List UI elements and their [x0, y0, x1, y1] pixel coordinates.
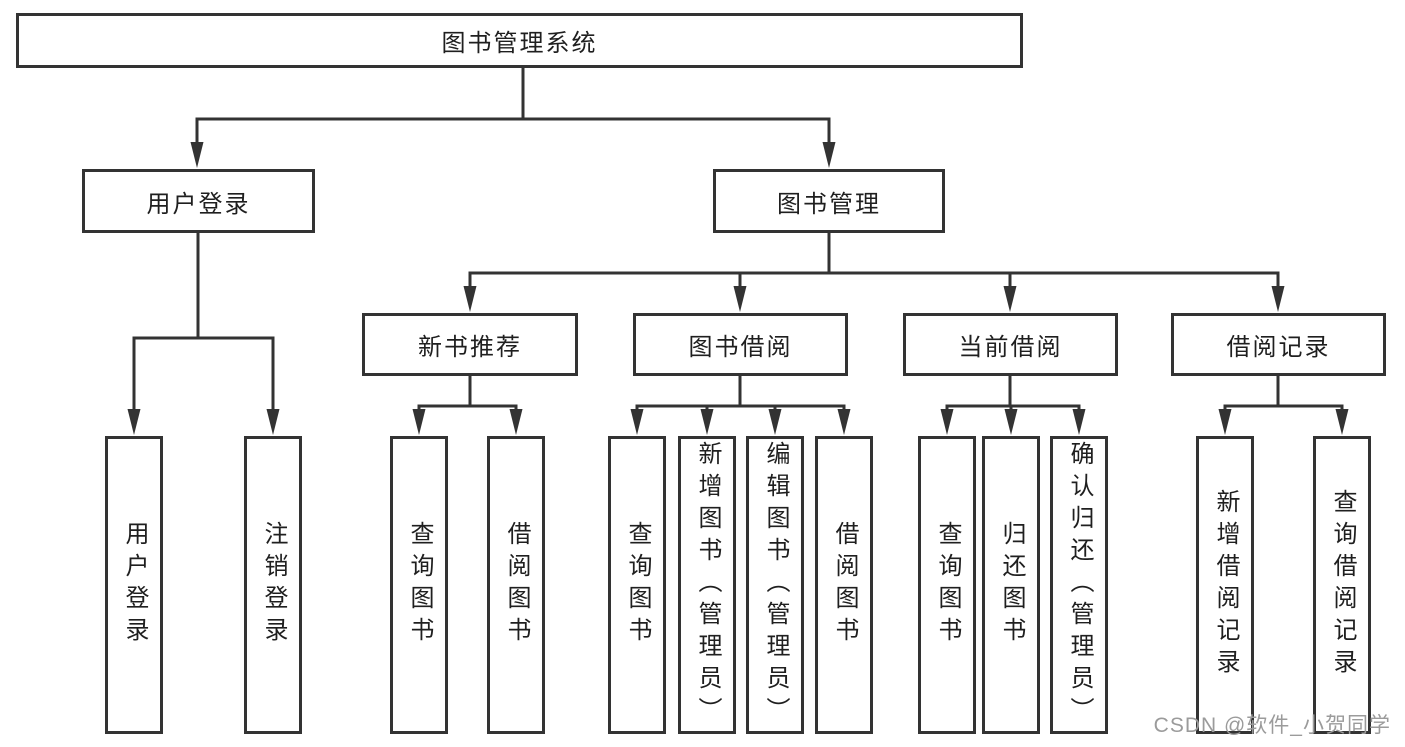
- node-leaf-logout-label: 注销登录: [260, 521, 287, 649]
- node-user-login: 用户登录: [82, 169, 315, 233]
- node-leaf-logout: 注销登录: [244, 436, 302, 734]
- node-leaf-borrow-books-label: 借阅图书: [831, 521, 858, 649]
- node-leaf-add-borrow-record: 新增借阅记录: [1196, 436, 1254, 734]
- connector-book-mgmt-to-level3: [463, 231, 1285, 312]
- node-leaf-confirm-return-admin: 确认归还（管理员）: [1050, 436, 1108, 734]
- node-leaf-query-books-recommend-label: 查询图书: [406, 521, 433, 649]
- node-leaf-query-books-current: 查询图书: [918, 436, 976, 734]
- node-book-borrow-label: 图书借阅: [688, 334, 793, 361]
- connector-borrow-records-children: [1218, 374, 1349, 435]
- node-leaf-add-book-admin-label: 新增图书（管理员）: [694, 441, 721, 729]
- connector-new-book-recommend-children: [412, 374, 523, 435]
- node-leaf-query-books-current-label: 查询图书: [934, 521, 961, 649]
- node-new-book-recommend-label: 新书推荐: [418, 334, 522, 361]
- node-leaf-query-borrow-record: 查询借阅记录: [1313, 436, 1371, 734]
- connector-current-borrow-children: [940, 374, 1086, 435]
- node-leaf-confirm-return-admin-label: 确认归还（管理员）: [1066, 441, 1093, 729]
- node-leaf-query-books-recommend: 查询图书: [390, 436, 448, 734]
- node-leaf-return-book-label: 归还图书: [998, 521, 1025, 649]
- node-current-borrow-label: 当前借阅: [958, 334, 1063, 361]
- node-leaf-user-login-label: 用户登录: [121, 521, 148, 649]
- node-leaf-query-borrow-record-label: 查询借阅记录: [1329, 489, 1356, 681]
- node-leaf-borrow-books-recommend: 借阅图书: [487, 436, 545, 734]
- node-root-label: 图书管理系统: [441, 30, 598, 57]
- node-book-mgmt: 图书管理: [713, 169, 945, 233]
- node-borrow-records-label: 借阅记录: [1226, 334, 1331, 361]
- node-leaf-edit-book-admin: 编辑图书（管理员）: [746, 436, 804, 734]
- node-leaf-borrow-books: 借阅图书: [815, 436, 873, 734]
- node-leaf-add-book-admin: 新增图书（管理员）: [678, 436, 736, 734]
- node-book-mgmt-label: 图书管理: [777, 190, 881, 218]
- node-leaf-user-login: 用户登录: [105, 436, 163, 734]
- connector-book-borrow-children: [630, 374, 851, 435]
- node-leaf-query-books-borrow-label: 查询图书: [624, 521, 651, 649]
- node-leaf-return-book: 归还图书: [982, 436, 1040, 734]
- node-user-login-label: 用户登录: [146, 190, 251, 218]
- node-book-borrow: 图书借阅: [633, 313, 848, 376]
- node-leaf-add-borrow-record-label: 新增借阅记录: [1212, 489, 1239, 681]
- node-leaf-edit-book-admin-label: 编辑图书（管理员）: [762, 441, 789, 729]
- connector-root-to-level2: [190, 66, 836, 168]
- connector-user-login-children: [127, 231, 280, 435]
- node-current-borrow: 当前借阅: [903, 313, 1118, 376]
- node-borrow-records: 借阅记录: [1171, 313, 1386, 376]
- watermark: CSDN @软件_小贺同学: [1153, 714, 1391, 737]
- node-root: 图书管理系统: [16, 13, 1023, 68]
- node-new-book-recommend: 新书推荐: [362, 313, 578, 376]
- node-leaf-query-books-borrow: 查询图书: [608, 436, 666, 734]
- node-leaf-borrow-books-recommend-label: 借阅图书: [503, 521, 530, 649]
